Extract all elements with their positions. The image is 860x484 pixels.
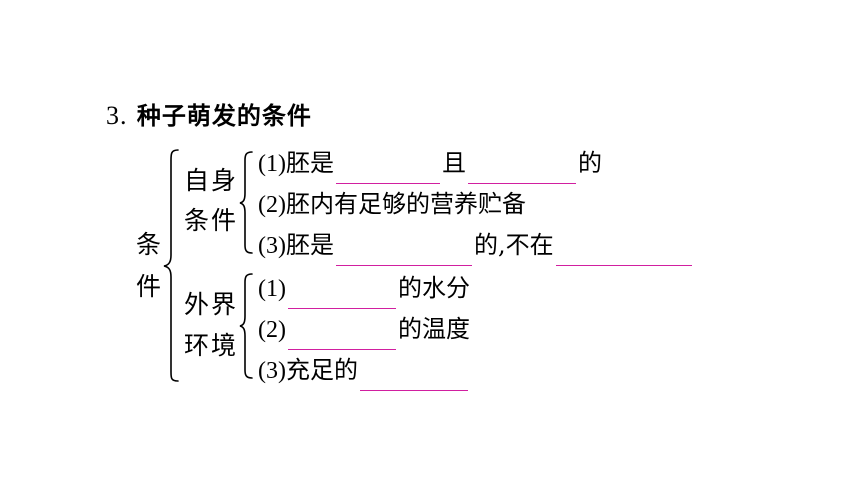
item-text: 胚是 (285, 231, 334, 259)
item-number: (1) (258, 276, 286, 302)
root-label-line1: 条 (136, 230, 164, 259)
item-number: (3) (258, 358, 286, 384)
item-text: 的,不在 (473, 231, 554, 259)
section-number: 3. (106, 101, 128, 130)
self-condition-item-3: (3)胚是 的,不在 (258, 225, 694, 266)
item-number: (2) (258, 192, 286, 218)
group-self-label-line1: 自身 (184, 166, 239, 195)
root-label-line2: 件 (136, 272, 164, 301)
answer-blank[interactable] (287, 319, 396, 350)
self-condition-item-1: (1)胚是 且 的 (258, 143, 602, 184)
answer-blank[interactable] (555, 235, 692, 266)
group-env-label-line1: 外界 (184, 290, 239, 319)
item-number: (3) (258, 233, 286, 259)
item-text: 的 (577, 149, 602, 177)
self-condition-item-2: (2)胚内有足够的营养贮备 (258, 184, 526, 224)
inner-brace-env (239, 273, 253, 379)
answer-blank[interactable] (359, 360, 468, 391)
section-title: 3. 种子萌发的条件 (106, 96, 312, 131)
item-text: 的水分 (397, 274, 470, 302)
item-number: (1) (258, 151, 286, 177)
item-text: 胚内有足够的营养贮备 (285, 190, 526, 218)
section-title-text: 种子萌发的条件 (136, 102, 312, 130)
answer-blank[interactable] (467, 153, 576, 184)
env-condition-item-3: (3)充足的 (258, 350, 470, 391)
group-env-label-line2: 环境 (184, 331, 239, 360)
env-condition-item-2: (2) 的温度 (258, 309, 470, 350)
answer-blank[interactable] (335, 235, 472, 266)
item-text: 胚是 (285, 149, 334, 177)
inner-brace-self (239, 151, 253, 254)
outer-brace (163, 149, 179, 382)
group-self-label-line2: 条件 (184, 206, 239, 235)
answer-blank[interactable] (335, 153, 440, 184)
item-text: 的温度 (397, 315, 470, 343)
answer-blank[interactable] (287, 278, 396, 309)
item-number: (2) (258, 317, 286, 343)
item-text: 充足的 (285, 356, 358, 384)
item-text: 且 (441, 149, 466, 177)
env-condition-item-1: (1) 的水分 (258, 268, 470, 309)
